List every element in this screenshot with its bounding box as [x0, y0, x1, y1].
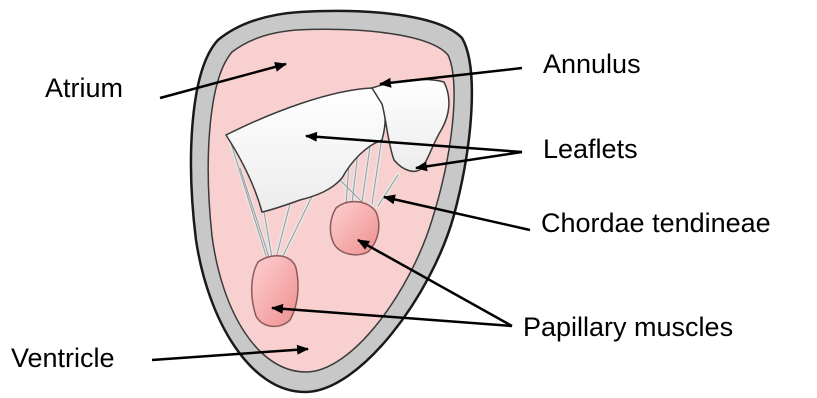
- chordae-tendineae-label: Chordae tendineae: [541, 208, 771, 238]
- atrium-label: Atrium: [45, 73, 123, 103]
- annulus-label: Annulus: [543, 49, 641, 79]
- leaflets-label: Leaflets: [543, 134, 638, 164]
- papillary-muscle-left: [252, 256, 298, 327]
- papillary-muscles-label: Papillary muscles: [523, 312, 733, 342]
- ventricle-label: Ventricle: [11, 343, 115, 373]
